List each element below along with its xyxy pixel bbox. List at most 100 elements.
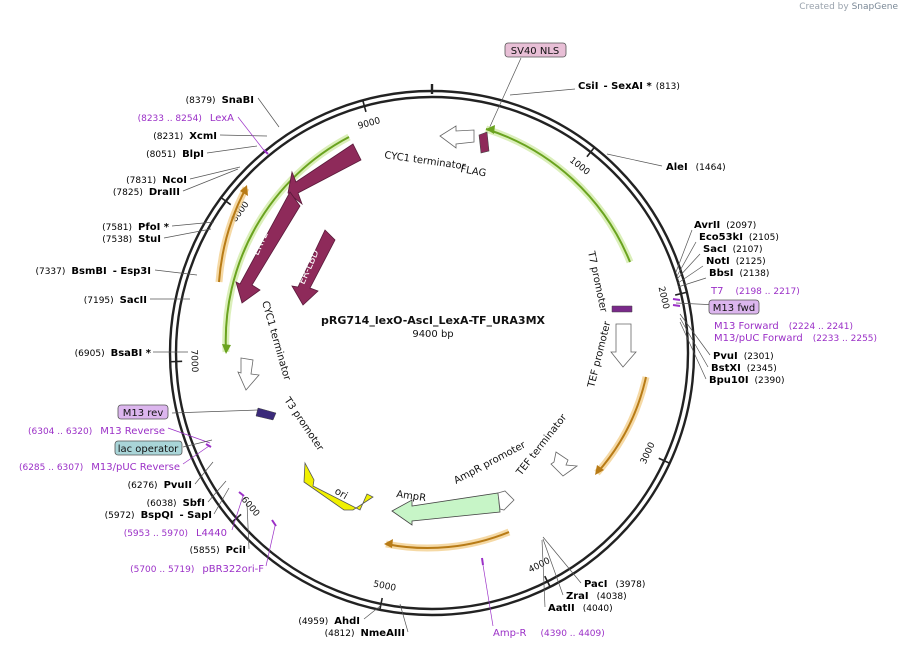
site-sbfi: (6038)SbfI [147, 498, 205, 509]
site-saci: SacI(2107) [703, 244, 763, 255]
primer-m13-forward: M13 Forward(2224 .. 2241) [714, 321, 853, 332]
feature-label-t3-promoter: T3 promoter [281, 395, 326, 454]
leader-line [265, 525, 276, 567]
plasmid-name: pRG714_lexO-AscI_LexA-TF_URA3MX [321, 314, 546, 327]
leader-line [246, 502, 250, 550]
leader-line [257, 97, 280, 128]
site-draiii: (7825)DraIII [113, 187, 180, 198]
leader-line [182, 439, 213, 448]
leader-line [677, 265, 704, 284]
leader-line [363, 602, 385, 620]
boxed-labels: SV40 NLS M13 fwd M13 rev lac operator [114, 42, 760, 456]
site-sacii: (7195)SacII [84, 295, 147, 306]
leader-line [207, 480, 227, 503]
site-alei: AleI(1464) [666, 162, 726, 173]
leader-line [542, 538, 564, 596]
ring-tick-label-2000: 2000 [656, 286, 671, 311]
ring-tick-2000 [675, 291, 688, 296]
orf-orange-right [594, 376, 650, 476]
er-lbd-arrow [291, 229, 336, 306]
primer-l4440: (5953 .. 5970)L4440 [124, 528, 227, 539]
feature-label-cyc1-left: CYC1 terminator [259, 300, 292, 383]
site-ncoi: (7831)NcoI [126, 175, 187, 186]
ring-tick-5000 [379, 597, 383, 610]
feature-label-t7-promoter: T7 promoter [585, 249, 609, 314]
site-pfoi: (7581)PfoI * [102, 222, 170, 233]
ring-tick-3000 [658, 457, 670, 465]
ring-tick-6000 [231, 513, 242, 523]
leader-line [679, 313, 711, 356]
primer-labels: T7(2198 .. 2217) M13 Forward(2224 .. 224… [19, 113, 877, 639]
site-bsabi: (6905)BsaBI * [75, 348, 152, 359]
leader-line [677, 277, 707, 288]
lac-operator-label: lac operator [118, 444, 179, 455]
leader-line [219, 134, 268, 137]
leader-line [182, 445, 210, 465]
plasmid-title: pRG714_lexO-AscI_LexA-TF_URA3MX 9400 bp [321, 314, 546, 340]
primer-pbr322ori-f: (5700 .. 5719)pBR322ori-F [130, 564, 264, 575]
ring-tick-label-3000: 3000 [639, 441, 658, 466]
leader-line [171, 221, 215, 227]
site-bstxi: BstXI(2345) [711, 363, 777, 374]
ert2-arrow [235, 191, 301, 304]
ampr-promoter-arrow [497, 490, 515, 511]
plasmid-length: 9400 bp [412, 329, 453, 340]
leader-line [182, 168, 239, 192]
credit-prefix: Created by [799, 2, 849, 12]
feature-label-lexa: LexA [326, 176, 353, 198]
feature-label-cyc1-top: CYC1 terminator [384, 150, 468, 172]
site-nmeaiii: (4812)NmeAIII [325, 628, 405, 639]
lac-operator-box [114, 440, 183, 456]
orf-orange-bottom [385, 528, 511, 552]
site-zrai: ZraI(4038) [566, 591, 627, 602]
ring-tick-label-5000: 5000 [372, 580, 397, 594]
site-ahdi: (4959)AhdI [298, 616, 360, 627]
site-csii: CsiI- SexAI *(813) [578, 81, 680, 92]
site-noti: NotI(2125) [706, 256, 766, 267]
leader-line [487, 57, 522, 132]
leader-line [679, 321, 707, 380]
leader-line [231, 495, 244, 531]
leader-line [482, 564, 494, 627]
site-aatii: AatII(4040) [548, 603, 613, 614]
sites-right: CsiI- SexAI *(813) AleI(1464) AvrII(2097… [548, 81, 784, 614]
site-paci: PacI(3978) [584, 579, 645, 590]
primer-amp-r: Amp-R(4390 .. 4409) [493, 628, 605, 639]
leader-line [675, 229, 693, 273]
ring-tick-8000 [220, 196, 232, 206]
m13-rev-label: M13 rev [123, 408, 164, 419]
site-leaders [150, 57, 760, 633]
feature-label-ampr: AmpR [396, 489, 427, 504]
leader-line [154, 269, 198, 276]
leader-line [606, 153, 663, 167]
ring-tick-1000 [586, 146, 596, 158]
ring-tick-label-7000: 7000 [188, 349, 199, 372]
leader-line [163, 228, 212, 239]
t3-marker [255, 407, 277, 421]
ring-tick-9000 [362, 100, 367, 113]
leader-line [237, 116, 267, 154]
leader-line [676, 241, 697, 277]
leader-line [206, 145, 258, 154]
leader-line [676, 253, 701, 280]
leader-line [194, 461, 214, 485]
orf-arcs [215, 125, 650, 552]
ring-tick-4000 [544, 575, 551, 588]
feature-label-ampr-promoter: AmpR promoter [452, 439, 528, 486]
site-eco53ki: Eco53kI(2105) [699, 232, 779, 243]
leader-line [171, 409, 259, 414]
sites-left: (8379)SnaBI (8231)XcmI (8051)BlpI (7831)… [35, 95, 405, 639]
snapgene-credit: Created by SnapGene [799, 2, 898, 12]
sv40-nls-label: SV40 NLS [511, 46, 560, 57]
site-pvuii: (6276)PvuII [128, 480, 192, 491]
site-stui: (7538)StuI [102, 234, 161, 245]
primer-m13-puc-forward: M13/pUC Forward(2233 .. 2255) [714, 333, 877, 344]
leader-line [167, 427, 211, 444]
site-bbsi: BbsI(2138) [709, 268, 769, 279]
leader-line [679, 317, 709, 368]
leader-line [509, 88, 576, 96]
ori-arrow [303, 461, 374, 511]
primer-m13-reverse: (6304 .. 6320)M13 Reverse [28, 426, 165, 437]
snapgene-logo-text: SnapGene [851, 2, 898, 12]
site-pvui: PvuI(2301) [713, 351, 774, 362]
